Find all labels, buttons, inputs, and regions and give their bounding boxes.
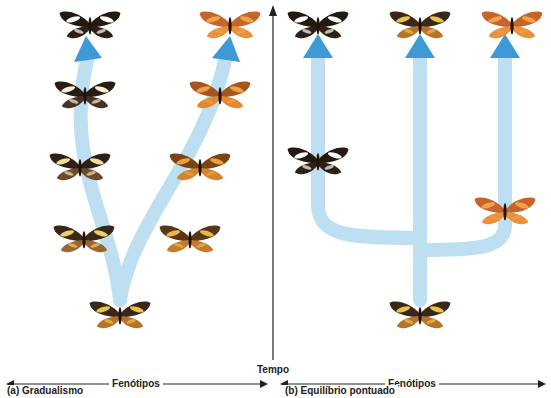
axis-label: Fenótipos: [109, 378, 163, 390]
panel-caption: (b) Equilíbrio pontuado: [282, 385, 398, 397]
panel-caption: (a) Gradualismo: [4, 385, 86, 397]
axis-label: Tempo: [254, 364, 292, 376]
